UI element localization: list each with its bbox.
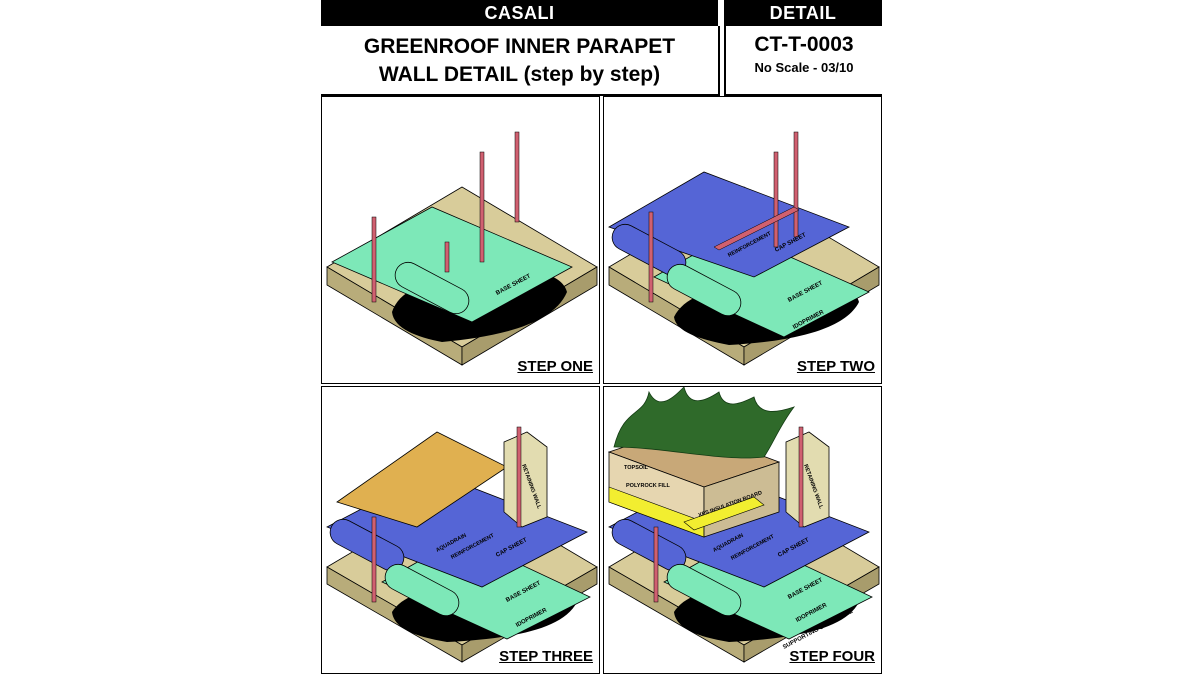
retaining-wall — [503, 431, 548, 528]
step-one-illustration: BASE SHEET IDOPRIMER — [326, 131, 598, 366]
pipe — [793, 131, 799, 238]
detail-sheet: CASALI DETAIL GREENROOF INNER PARAPET WA… — [321, 0, 882, 675]
step-three-label: STEP THREE — [499, 648, 593, 665]
pipe — [444, 241, 450, 273]
polyrock-label: POLYROCK FILL — [626, 483, 670, 489]
step-one-label: STEP ONE — [517, 358, 593, 375]
doc-info-block: CT-T-0003 No Scale - 03/10 — [724, 26, 882, 96]
retaining-wall — [785, 431, 830, 528]
title-line-1: GREENROOF INNER PARAPET — [363, 35, 676, 58]
base-sheet — [331, 206, 573, 323]
step-four-label: STEP FOUR — [789, 648, 875, 665]
step-two-label: STEP TWO — [796, 358, 875, 375]
step-four-illustration: TOPSOIL POLYROCK FILL XPS INSULATION BOA… — [607, 387, 880, 663]
plant-foliage — [613, 387, 796, 459]
step-two-illustration: CAP SHEET REINFORCEMENT BASE SHEET IDOPR… — [608, 131, 880, 366]
step-three-illustration: RETAINING WALL AQUADRAIN REINFORCEMENT C… — [326, 426, 598, 663]
pipe — [479, 151, 485, 263]
topsoil-label: TOPSOIL — [624, 465, 649, 471]
title-divider — [718, 0, 724, 94]
panel-step-one: BASE SHEET IDOPRIMER STEP ONE — [321, 96, 600, 384]
pipe — [514, 131, 520, 223]
panel-step-three: RETAINING WALL AQUADRAIN REINFORCEMENT C… — [321, 386, 600, 674]
pipe — [371, 516, 377, 603]
pipe — [653, 526, 659, 603]
pipe — [648, 211, 654, 303]
xps-board — [683, 496, 765, 531]
cap-sheet — [608, 171, 850, 278]
pipe — [798, 426, 804, 528]
pipe — [516, 426, 522, 528]
pipe — [371, 216, 377, 303]
title-line-2: WALL DETAIL (step by step) — [378, 63, 661, 86]
doc-number: CT-T-0003 — [754, 33, 854, 56]
panel-step-two: CAP SHEET REINFORCEMENT BASE SHEET IDOPR… — [603, 96, 882, 384]
reinforcement-strip — [713, 206, 800, 251]
base-sheet-roll — [384, 563, 460, 617]
section-band: DETAIL — [724, 0, 882, 26]
base-sheet-roll — [394, 261, 470, 315]
panel-step-four: TOPSOIL POLYROCK FILL XPS INSULATION BOA… — [603, 386, 882, 674]
brand-band: CASALI — [321, 0, 718, 26]
base-sheet-roll — [666, 263, 742, 317]
base-sheet-roll — [666, 563, 742, 617]
title-block: GREENROOF INNER PARAPET WALL DETAIL (ste… — [321, 26, 720, 96]
doc-scale-date: No Scale - 03/10 — [754, 60, 854, 75]
pipe — [773, 151, 779, 248]
